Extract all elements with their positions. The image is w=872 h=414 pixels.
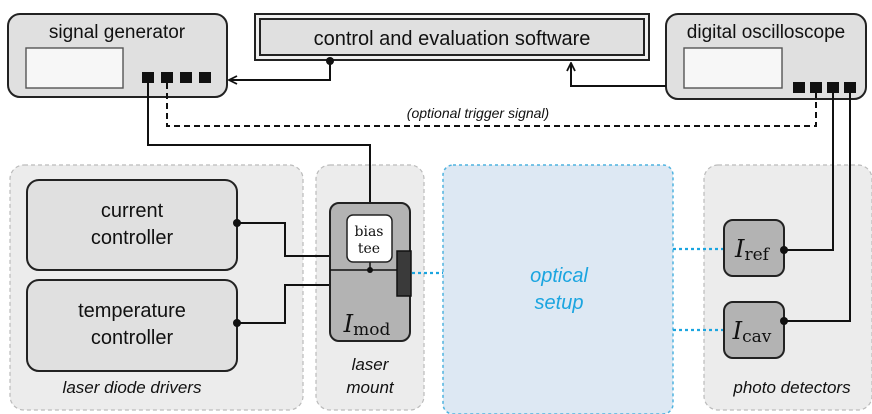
trigger-signal-line [166,83,817,127]
temperature-controller-dot [233,319,241,327]
cavity-detector-dot [780,317,788,325]
current-controller: current controller [26,179,238,271]
reference-detector: Iref [723,219,785,277]
modulation-current-label: Imod [343,310,391,340]
reference-detector-label: Iref [734,235,771,265]
optical-setup-panel [442,164,674,414]
temperature-controller: temperature controller [26,279,238,372]
generator-to-bias-tee-wire [147,83,371,205]
bias-tee [346,214,393,263]
laser-mount-label-line1: laser [352,355,390,374]
optical-setup-line2: setup [535,292,584,314]
oscilloscope-port-4 [844,82,856,93]
reference-detector-dot [780,246,788,254]
drivers-group-label: laser diode drivers [63,378,202,397]
cavity-subscript: cav [742,327,772,347]
software-to-generator-arrow [229,60,331,80]
modulation-subscript: mod [353,320,390,340]
cavity-detector-label: Icav [732,317,772,347]
modulation-symbol: I [343,310,354,338]
digital-oscilloscope: digital oscilloscope [665,13,867,100]
temperature-controller-line1: temperature [78,300,186,322]
cavity-detector: Icav [723,301,785,359]
oscilloscope-display [683,47,783,89]
cavity-symbol: I [732,317,743,345]
laser-diode [396,250,412,297]
control-software: control and evaluation software [254,13,650,61]
signal-generator-port-2 [161,72,173,83]
current-controller-wire [237,222,330,257]
current-controller-line2: controller [91,227,174,249]
current-controller-line1: current [101,200,164,222]
signal-generator: signal generator [7,13,228,98]
temperature-controller-wire [237,284,330,324]
oscilloscope-label: digital oscilloscope [687,22,845,43]
reference-symbol: I [734,235,745,263]
current-controller-dot [233,219,241,227]
reference-subscript: ref [745,245,771,265]
bias-tee-line2: tee [358,241,380,257]
detectors-group [703,164,872,411]
laser-mount-label-line2: mount [346,378,395,397]
software-connection-dot [326,57,334,65]
oscilloscope-to-software-arrow [571,63,666,87]
signal-generator-display [25,47,124,89]
oscilloscope-port-1 [793,82,805,93]
optical-setup-line1: optical [530,265,588,287]
trigger-signal-label: (optional trigger signal) [407,105,549,121]
signal-generator-label: signal generator [49,22,186,43]
laser-mount: bias tee Imod [329,202,411,342]
cavity-detector-wire [784,93,851,322]
reference-detector-wire [784,93,834,251]
signal-generator-port-4 [199,72,211,83]
temperature-controller-line2: controller [91,327,174,349]
signal-generator-port-3 [180,72,192,83]
signal-generator-port-1 [142,72,154,83]
detectors-group-label: photo detectors [732,378,851,397]
bias-tee-line1: bias [355,224,384,240]
control-software-label: control and evaluation software [314,28,591,50]
oscilloscope-port-2 [810,82,822,93]
bias-tee-junction-dot [367,267,373,273]
oscilloscope-port-3 [827,82,839,93]
